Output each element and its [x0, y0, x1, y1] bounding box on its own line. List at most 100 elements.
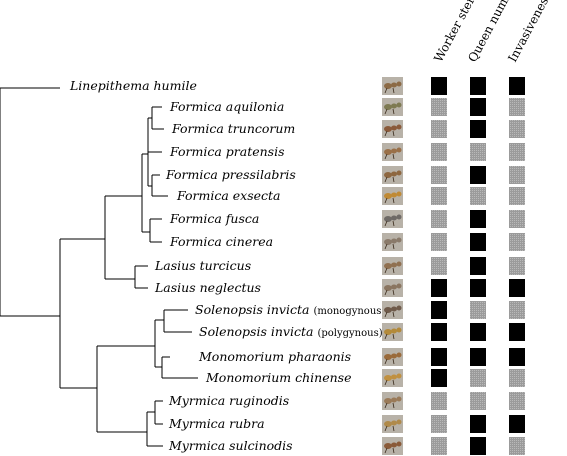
- species-note: (monogynous): [313, 306, 385, 317]
- trait-cell-worker-sterility: [431, 369, 447, 387]
- trait-cell-invasiveness: [509, 301, 525, 319]
- species-name: Formica cinerea: [169, 234, 273, 249]
- species-name: Solenopsis invicta: [199, 324, 313, 339]
- species-label: Formica pratensis: [169, 144, 285, 159]
- trait-cell-queen-number: [470, 98, 486, 116]
- ant-photo: [382, 77, 403, 95]
- species-label: Linepithema humile: [69, 78, 197, 93]
- trait-cell-invasiveness: [509, 120, 525, 138]
- species-label: Solenopsis invicta (polygynous): [199, 324, 383, 339]
- trait-cell-worker-sterility: [431, 77, 447, 95]
- trait-cell-invasiveness: [509, 437, 525, 455]
- column-header-invasiveness: Invasiveness: [505, 0, 554, 64]
- trait-cell-worker-sterility: [431, 257, 447, 275]
- ant-photo: [382, 187, 403, 205]
- species-name: Formica fusca: [169, 211, 259, 226]
- trait-cell-invasiveness: [509, 369, 525, 387]
- taxon-row: Monomorium chinense: [205, 369, 525, 387]
- ant-photo: [382, 98, 403, 116]
- ant-photo: [382, 257, 403, 275]
- ant-photo: [382, 166, 403, 184]
- ant-photo: [382, 210, 403, 228]
- taxon-row: Solenopsis invicta (polygynous): [199, 323, 525, 341]
- species-label: Monomorium pharaonis: [198, 349, 351, 364]
- species-label: Formica exsecta: [176, 188, 281, 203]
- species-label: Lasius turcicus: [154, 258, 251, 273]
- species-label: Formica truncorum: [171, 121, 295, 136]
- species-name: Linepithema humile: [69, 78, 197, 93]
- trait-cell-worker-sterility: [431, 233, 447, 251]
- species-name: Monomorium chinense: [205, 370, 352, 385]
- species-label: Myrmica rubra: [168, 416, 265, 431]
- trait-cell-queen-number: [470, 210, 486, 228]
- taxon-row: Myrmica ruginodis: [168, 392, 525, 410]
- ant-photo: [382, 120, 403, 138]
- ant-photo: [382, 323, 403, 341]
- taxon-row: Linepithema humile: [69, 77, 525, 95]
- trait-cell-queen-number: [470, 348, 486, 366]
- species-name: Monomorium pharaonis: [198, 349, 351, 364]
- trait-cell-invasiveness: [509, 210, 525, 228]
- taxon-row: Formica truncorum: [171, 120, 525, 138]
- trait-cell-worker-sterility: [431, 120, 447, 138]
- species-label: Formica fusca: [169, 211, 259, 226]
- trait-cell-queen-number: [470, 437, 486, 455]
- trait-cell-queen-number: [470, 301, 486, 319]
- trait-cell-worker-sterility: [431, 98, 447, 116]
- trait-cell-queen-number: [470, 166, 486, 184]
- taxon-row: Lasius neglectus: [154, 279, 525, 297]
- trait-cell-worker-sterility: [431, 437, 447, 455]
- trait-cell-worker-sterility: [431, 301, 447, 319]
- trait-cell-invasiveness: [509, 348, 525, 366]
- phylogenetic-tree: [0, 87, 198, 447]
- species-label: Lasius neglectus: [154, 280, 261, 295]
- ant-photo: [382, 392, 403, 410]
- trait-cell-invasiveness: [509, 233, 525, 251]
- ant-photo: [382, 233, 403, 251]
- trait-cell-invasiveness: [509, 143, 525, 161]
- species-label: Formica pressilabris: [165, 167, 296, 182]
- taxon-row: Formica pressilabris: [165, 166, 525, 184]
- trait-cell-worker-sterility: [431, 415, 447, 433]
- species-label: Formica cinerea: [169, 234, 273, 249]
- ant-photo: [382, 143, 403, 161]
- taxon-row: Formica pratensis: [169, 143, 525, 161]
- species-note: (polygynous): [317, 328, 382, 339]
- trait-cell-invasiveness: [509, 323, 525, 341]
- species-name: Formica truncorum: [171, 121, 295, 136]
- taxon-row: Solenopsis invicta (monogynous): [195, 301, 525, 319]
- taxon-row: Formica exsecta: [176, 187, 525, 205]
- trait-cell-queen-number: [470, 77, 486, 95]
- species-label: Solenopsis invicta (monogynous): [195, 302, 385, 317]
- trait-cell-queen-number: [470, 143, 486, 161]
- trait-cell-invasiveness: [509, 279, 525, 297]
- ant-photo: [382, 437, 403, 455]
- species-name: Formica exsecta: [176, 188, 281, 203]
- trait-cell-queen-number: [470, 187, 486, 205]
- trait-cell-worker-sterility: [431, 143, 447, 161]
- species-name: Lasius neglectus: [154, 280, 261, 295]
- taxon-row: Formica aquilonia: [169, 98, 525, 116]
- trait-cell-invasiveness: [509, 415, 525, 433]
- trait-cell-invasiveness: [509, 98, 525, 116]
- ant-photo: [382, 415, 403, 433]
- trait-cell-queen-number: [470, 415, 486, 433]
- trait-cell-queen-number: [470, 257, 486, 275]
- taxon-row: Formica cinerea: [169, 233, 525, 251]
- trait-cell-worker-sterility: [431, 392, 447, 410]
- trait-cell-queen-number: [470, 120, 486, 138]
- taxon-row: Lasius turcicus: [154, 257, 525, 275]
- species-label: Myrmica sulcinodis: [168, 438, 293, 453]
- trait-cell-invasiveness: [509, 166, 525, 184]
- trait-cell-queen-number: [470, 392, 486, 410]
- species-name: Formica pressilabris: [165, 167, 296, 182]
- species-name: Myrmica sulcinodis: [168, 438, 293, 453]
- trait-cell-worker-sterility: [431, 166, 447, 184]
- taxon-row: Monomorium pharaonis: [198, 348, 525, 366]
- species-name: Lasius turcicus: [154, 258, 251, 273]
- species-label: Formica aquilonia: [169, 99, 284, 114]
- species-name: Solenopsis invicta: [195, 302, 309, 317]
- taxon-row: Formica fusca: [169, 210, 525, 228]
